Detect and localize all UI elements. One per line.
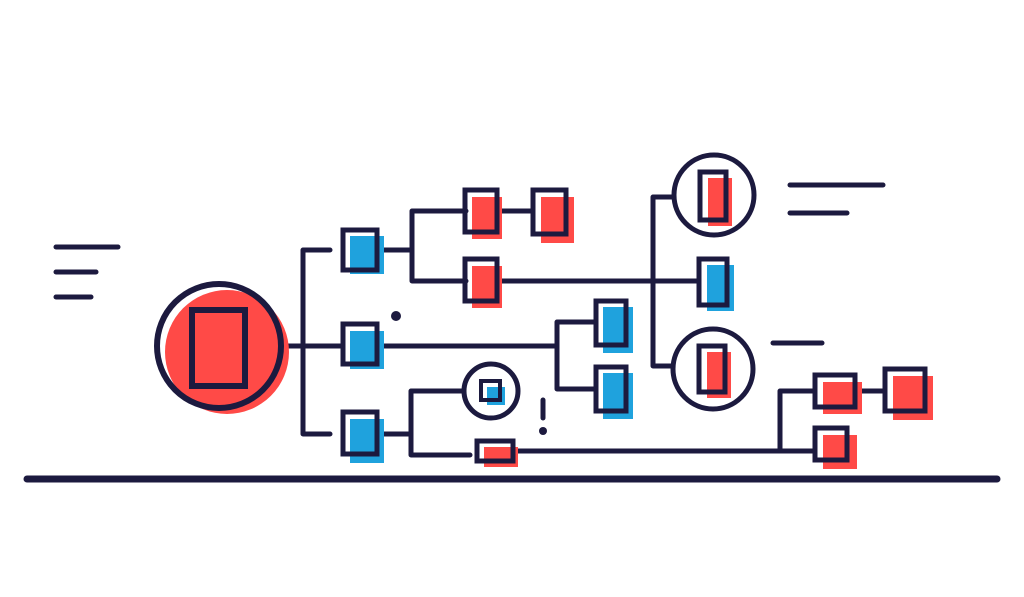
level2-node-middle-b [593,364,633,419]
far-right-node-b [882,366,933,420]
dot-marker [391,311,401,321]
far-right-node-a [812,372,862,414]
bottom-branch-bracket [408,388,473,458]
level2-node-top-b [462,256,502,308]
level1-bracket [300,247,333,437]
small-wide-node [474,438,518,467]
level2-node-top-a-child [530,187,574,243]
far-right-node-c [812,425,857,469]
top-branch-bracket [409,208,469,284]
level1-node-middle [340,321,384,369]
circle-node-mid-right [670,326,756,412]
circle-node-top-right [671,152,757,238]
far-right-bracket [777,388,818,454]
middle-branch-bracket [554,319,599,392]
exclamation-icon [539,397,547,435]
level2-node-middle-a [593,298,633,353]
motion-lines-right [770,182,886,346]
right-column-bracket [650,194,678,369]
level1-node-top [340,227,384,274]
connector-lines [280,194,888,458]
level2-node-top-a [462,187,502,239]
circle-node-small [461,361,521,421]
level1-node-bottom [340,409,384,463]
motion-lines-left [53,244,121,300]
root-node-circle [154,281,289,414]
right-blue-node [696,256,734,311]
